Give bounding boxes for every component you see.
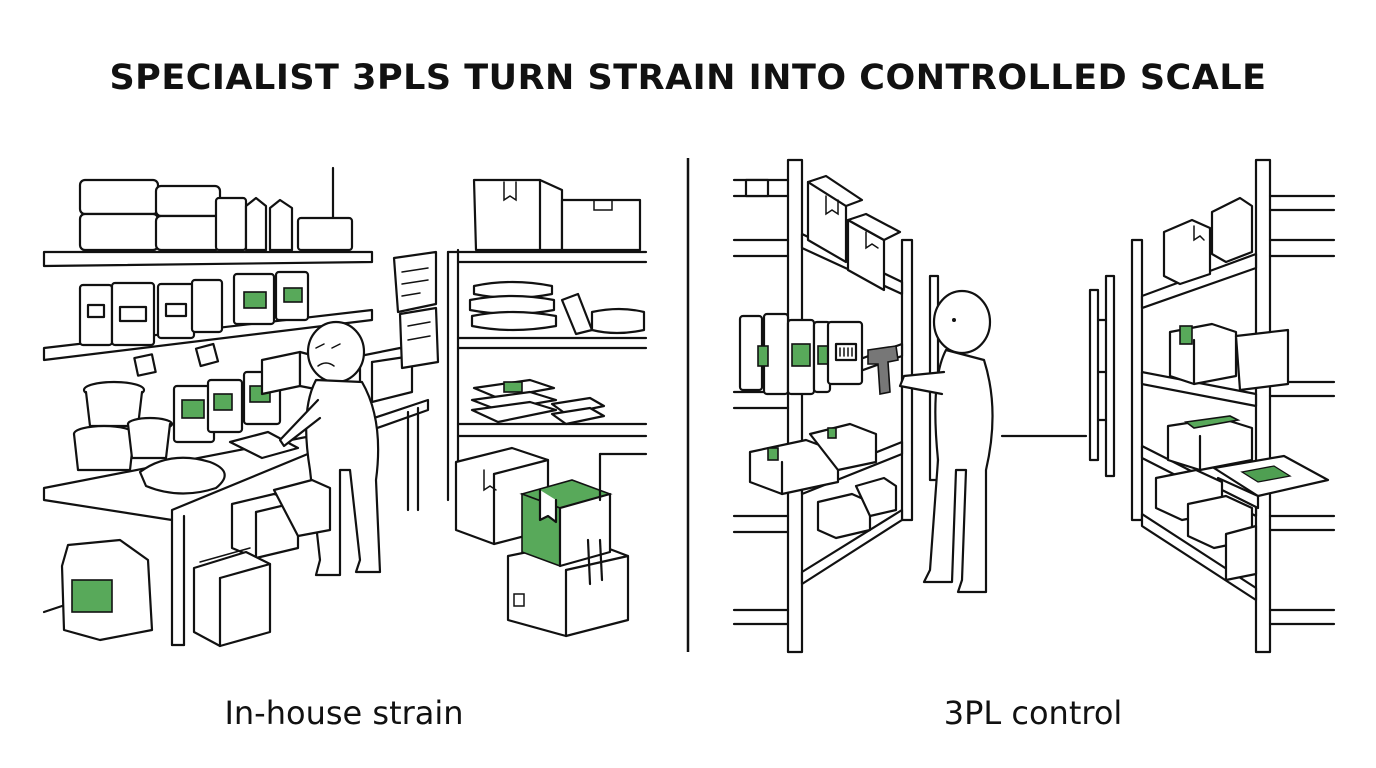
far-rack bbox=[1088, 274, 1116, 478]
3pl-scene bbox=[732, 158, 1336, 654]
table-items bbox=[72, 346, 414, 495]
calm-worker bbox=[867, 289, 994, 594]
storage-rack bbox=[446, 178, 648, 502]
tubs-top-shelf bbox=[78, 178, 354, 252]
pouches-middle-shelf bbox=[78, 270, 310, 377]
in-house-scene bbox=[42, 166, 648, 648]
caption-3pl: 3PL control bbox=[943, 694, 1123, 732]
right-rack bbox=[1130, 158, 1336, 654]
floor-boxes-left bbox=[60, 478, 332, 648]
wall-notes bbox=[392, 250, 440, 370]
shipping-boxes bbox=[454, 446, 648, 638]
barcode-scanner-icon bbox=[867, 345, 899, 395]
left-rack bbox=[732, 158, 914, 654]
caption-in-house: In-house strain bbox=[224, 694, 464, 732]
page-title: SPECIALIST 3PLS TURN STRAIN INTO CONTROL… bbox=[109, 58, 1267, 98]
